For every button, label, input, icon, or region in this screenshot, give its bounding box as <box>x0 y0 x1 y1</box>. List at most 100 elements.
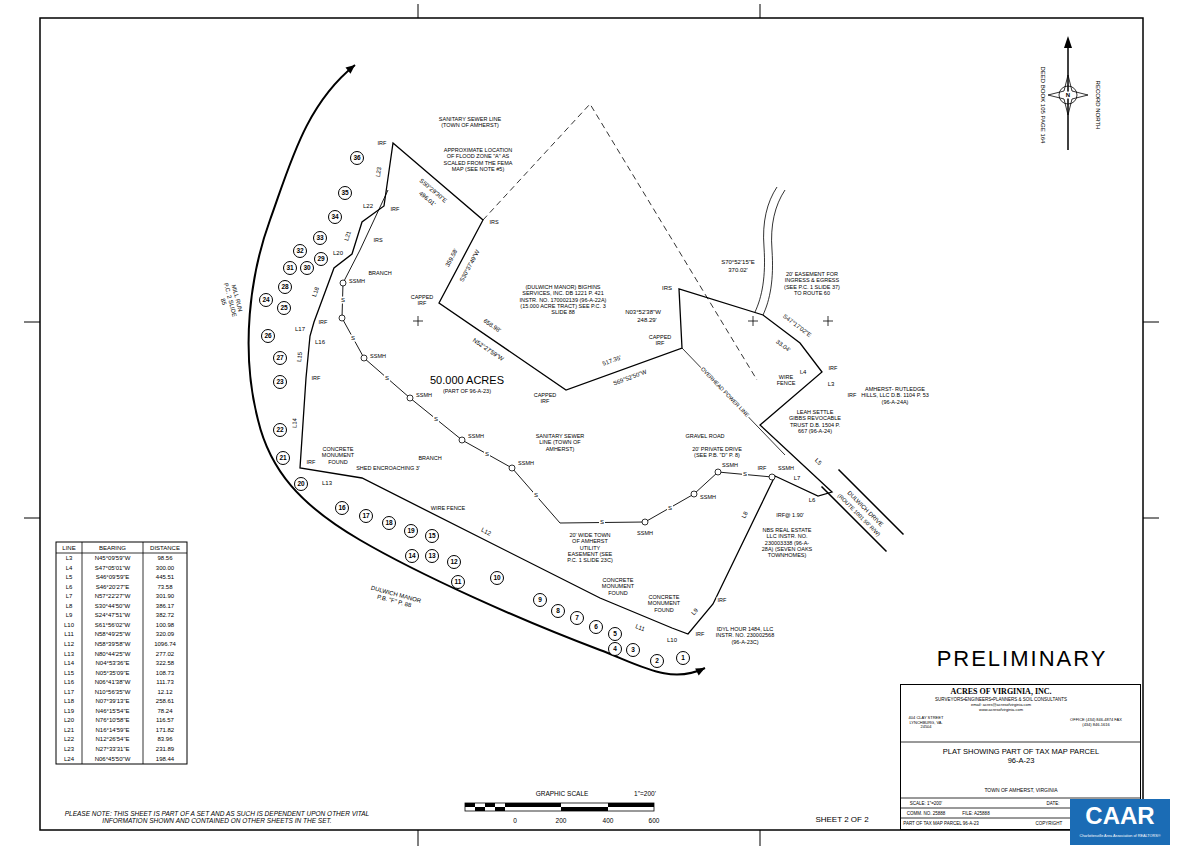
plat-annotation: PLEASE NOTE: THIS SHEET IS PART OF A SET… <box>44 810 391 825</box>
lot-number: 5 <box>608 627 622 641</box>
title-block-text: COMM. NO. 25888 <box>906 811 947 816</box>
table-cell: L6 <box>65 583 74 590</box>
logo-text: Charlottesville Area Association of REAL… <box>1073 834 1167 838</box>
lot-number-text: 9 <box>538 597 542 604</box>
table-cell: N57°22'27"W <box>94 593 132 600</box>
lot-number-text: 28 <box>281 284 288 291</box>
table-cell: N07°39'13"E <box>94 698 130 705</box>
table-cell: LINE <box>61 544 76 551</box>
lot-number-text: 15 <box>428 533 435 540</box>
lot-number-text: 27 <box>276 355 283 362</box>
table-cell: N10°56'35"W <box>94 688 132 695</box>
plat-annotation: S <box>433 416 439 423</box>
plat-annotation: IRS <box>488 219 499 225</box>
table-cell: L14 <box>63 660 75 667</box>
lot-number: 30 <box>300 261 314 275</box>
plat-annotation: LEAH SETTLE GIBBS REVOCABLE TRUST D.B. 1… <box>787 409 844 434</box>
plat-annotation: N <box>1065 92 1071 99</box>
plat-annotation: AMHERST- RUTLEDGE HILLS, LLC D.B. 1104 P… <box>859 386 931 405</box>
lot-number-text: 13 <box>428 553 435 560</box>
table-cell: L13 <box>63 650 75 657</box>
lot-number-text: 32 <box>296 248 303 255</box>
table-cell: L17 <box>63 688 75 695</box>
plat-annotation: SSMH <box>467 433 485 439</box>
lot-number: 26 <box>261 329 275 343</box>
plat-annotation: 359.58' <box>444 247 460 269</box>
plat-annotation: SSMH <box>348 278 366 284</box>
table-cell: N04°53'36"E <box>94 660 130 667</box>
lot-number-text: 12 <box>450 559 457 566</box>
lot-number-text: 25 <box>280 305 287 312</box>
plat-annotation: WIRE FENCE <box>770 374 802 387</box>
plat-annotation: L20 <box>332 250 344 257</box>
table-cell: L22 <box>63 736 75 743</box>
table-cell: N05°35'09"E <box>94 669 130 676</box>
plat-annotation: S30°37'49"W <box>458 248 482 284</box>
plat-annotation: 600 <box>648 817 661 824</box>
plat-annotation: L12 <box>479 526 493 538</box>
lot-number-text: 1 <box>681 655 685 662</box>
table-cell: N06°41'38"W <box>94 679 132 686</box>
table-cell: L10 <box>63 621 75 628</box>
lot-number: 36 <box>350 151 364 165</box>
plat-annotation: IRF <box>311 375 322 381</box>
table-cell: L5 <box>65 574 74 581</box>
table-cell: 98.56 <box>156 555 173 562</box>
title-block-text: email: acres@acresofvirginia.com <box>970 703 1032 708</box>
plat-annotation: S <box>350 335 356 342</box>
lot-number: 13 <box>425 549 439 563</box>
plat-annotation: L22 <box>362 203 374 210</box>
lot-number-text: 26 <box>264 333 271 340</box>
table-cell: L9 <box>65 612 74 619</box>
lot-number-text: 19 <box>407 528 414 535</box>
plat-annotation: SANITARY SEWER LINE (TOWN OF AMHERST) <box>429 116 511 129</box>
plat-annotation: S70°52'15"E <box>720 259 756 266</box>
lot-number: 23 <box>273 375 287 389</box>
title-block-text: OFFICE (434) 846-4874 FAX (434) 846-1616 <box>1065 718 1127 727</box>
lot-number: 25 <box>277 301 291 315</box>
plat-annotation: L6 <box>808 497 817 504</box>
lot-number: 27 <box>273 351 287 365</box>
plat-annotation: S <box>484 451 490 458</box>
table-cell: L18 <box>63 698 75 705</box>
logo-text: CAAR <box>1084 802 1155 830</box>
lot-number-text: 31 <box>286 265 293 272</box>
table-cell: S24°47'51"W <box>94 612 131 619</box>
title-block-text: ACRES OF VIRGINIA, INC. <box>949 687 1052 696</box>
table-cell: 445.51 <box>155 574 175 581</box>
table-cell: L3 <box>65 555 74 562</box>
plat-annotation: WIRE FENCE <box>430 505 467 511</box>
plat-annotation: BRANCH <box>417 455 442 461</box>
table-cell: DISTANCE <box>149 544 181 551</box>
table-cell: 83.96 <box>156 736 173 743</box>
table-cell: 111.73 <box>155 679 174 686</box>
plat-annotation: IRF <box>390 206 401 212</box>
plat-annotation: SSMH <box>415 392 433 398</box>
lot-number-text: 11 <box>455 579 462 586</box>
table-cell: L11 <box>63 631 75 638</box>
lot-number-text: 21 <box>279 455 286 462</box>
table-cell: 171.82 <box>155 726 175 733</box>
plat-annotation: 50.000 ACRES <box>429 374 505 387</box>
table-cell: N27°33'31"E <box>94 746 130 753</box>
lot-number: 17 <box>359 509 373 523</box>
table-cell: 100.98 <box>155 621 175 628</box>
lot-number-text: 20 <box>297 481 304 488</box>
lot-number: 3 <box>626 643 640 657</box>
lot-number: 15 <box>425 529 439 543</box>
lot-number-text: 18 <box>385 520 392 527</box>
plat-annotation: L3 <box>827 381 836 388</box>
table-cell: BEARING <box>98 544 127 551</box>
lot-number: 19 <box>404 524 418 538</box>
lot-number: 31 <box>283 261 297 275</box>
plat-annotation: IRF <box>757 465 768 471</box>
table-cell: 386.17 <box>155 602 175 609</box>
table-cell: L4 <box>65 564 74 571</box>
plat-annotation: SANITARY SEWER LINE (TOWN OF AMHERST) <box>529 433 591 452</box>
plat-annotation: 20' EASEMENT FOR INGRESS & EGRESS (SEE P… <box>781 271 843 296</box>
lot-number: 34 <box>328 210 342 224</box>
lot-number: 7 <box>570 611 584 625</box>
plat-annotation: L14 <box>291 417 298 429</box>
logo-badge: CAAR Charlottesville Area Association of … <box>1070 799 1170 845</box>
table-cell: L23 <box>63 746 75 753</box>
